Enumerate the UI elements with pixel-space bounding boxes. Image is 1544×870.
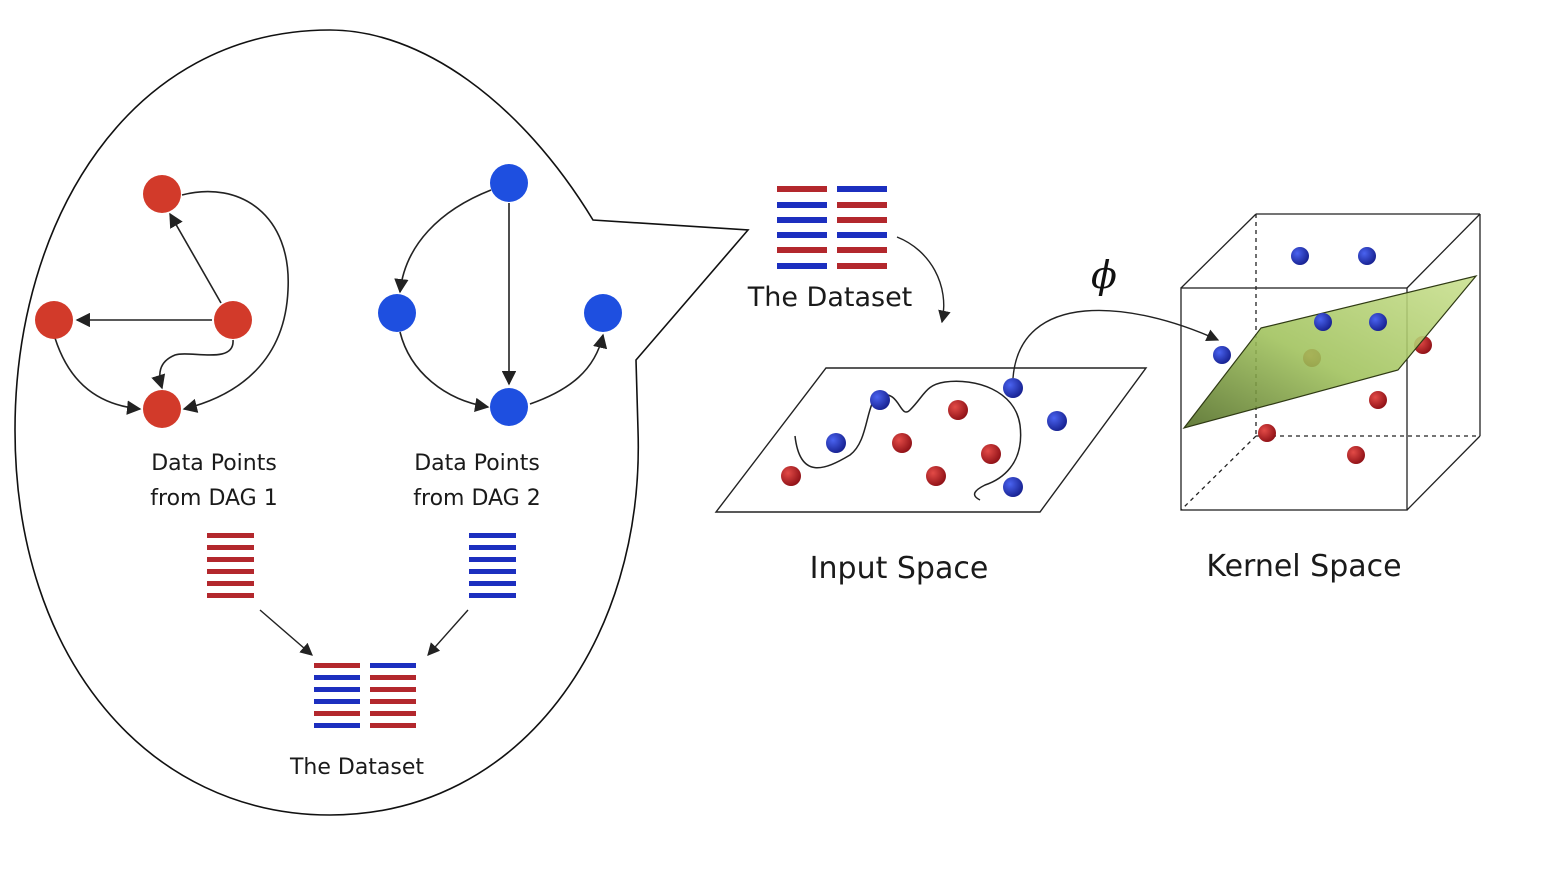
bubble-dataset-label: The Dataset	[289, 755, 424, 780]
dag1-node	[143, 175, 181, 213]
dag1-label-line1: Data Points	[151, 451, 277, 476]
dag1-node	[214, 301, 252, 339]
kernel-space-hyperplane	[1182, 274, 1478, 430]
bubble-dataset-stripes	[314, 663, 416, 728]
input-space-boundary-curve	[794, 380, 1022, 501]
input-space-points	[781, 378, 1067, 497]
phi-mapping-arrow	[1012, 309, 1220, 379]
dag2-graph	[378, 164, 622, 426]
phi-symbol: ϕ	[1091, 253, 1117, 297]
input-space-plane	[714, 367, 1148, 513]
dag1-label-line2: from DAG 1	[150, 486, 277, 511]
dataset-label: The Dataset	[747, 282, 913, 313]
merge-arrow-right	[427, 609, 469, 656]
dag1-data-stripes	[207, 533, 254, 598]
input-space-label: Input Space	[810, 551, 989, 586]
dag2-data-stripes	[469, 533, 516, 598]
dag2-node	[490, 164, 528, 202]
dag1-node	[143, 390, 181, 428]
speech-bubble-outline	[14, 29, 750, 816]
dataset-stripes	[777, 186, 887, 269]
dag2-label-line1: Data Points	[414, 451, 540, 476]
dag2-node	[378, 294, 416, 332]
kernel-space-points-front	[1213, 313, 1387, 464]
dataset-to-input-arrow	[896, 236, 951, 324]
dag2-label-line2: from DAG 2	[413, 486, 540, 511]
dag2-node	[584, 294, 622, 332]
dag2-node	[490, 388, 528, 426]
dag1-node	[35, 301, 73, 339]
dag1-graph	[35, 175, 289, 428]
merge-arrow-left	[259, 609, 313, 656]
kernel-space-label: Kernel Space	[1206, 549, 1401, 584]
